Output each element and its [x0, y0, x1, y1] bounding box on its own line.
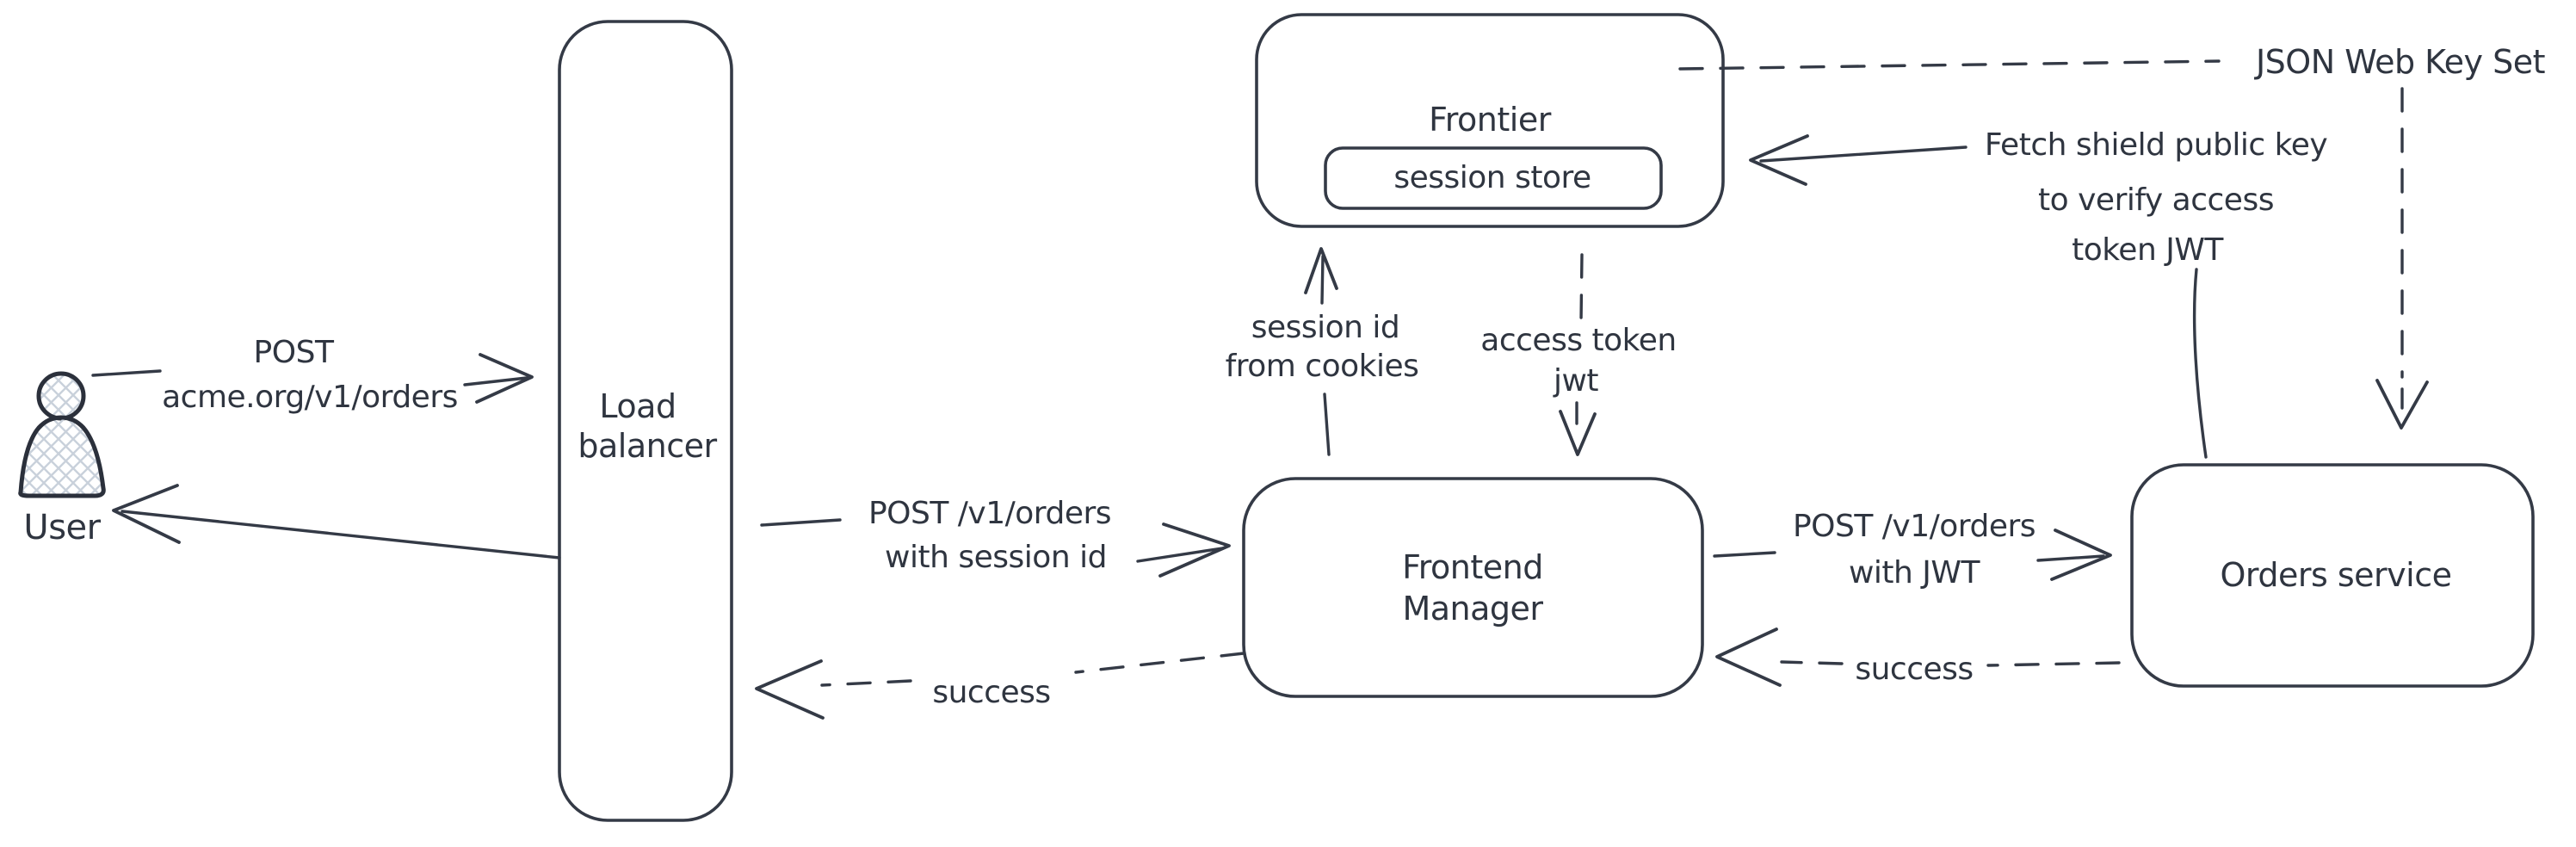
arrow-orders-to-fm-success: [1715, 628, 2121, 687]
jwks-label: JSON Web Key Set: [2255, 43, 2546, 81]
fetch-jwks-label-line3: token JWT: [2072, 232, 2223, 268]
session-store-box: [1324, 146, 1663, 210]
lb-request-label-line2: with session id: [885, 540, 1107, 575]
user-request-label-line2: acme.org/v1/orders: [162, 380, 458, 415]
orders-request-label-line2: with JWT: [1848, 555, 1980, 590]
access-token-label-line2: jwt: [1553, 363, 1599, 399]
arrow-fm-to-frontier: [1304, 247, 1338, 456]
user-request-label-line1: POST: [253, 335, 334, 370]
orders-service-box: [2130, 463, 2535, 688]
access-token-label-line1: access token: [1480, 323, 1677, 358]
frontend-manager-label-line1: Frontend: [1402, 548, 1543, 586]
frontier-label: Frontier: [1429, 101, 1551, 139]
session-store-label: session store: [1393, 160, 1591, 195]
fetch-jwks-label-line1: Fetch shield public key: [1984, 127, 2328, 163]
user-label: User: [23, 508, 101, 547]
orders-response-label: success: [1855, 652, 1974, 687]
orders-request-label-line1: POST /v1/orders: [1792, 509, 2036, 544]
load-balancer-label-line1: Load: [599, 387, 676, 425]
user-icon: [18, 371, 106, 498]
arrow-fm-to-lb-success: [755, 652, 1245, 720]
arrow-orders-to-frontier: [1749, 134, 2208, 459]
fetch-jwks-label-line2: to verify access: [2038, 182, 2274, 218]
session-lookup-label-line2: from cookies: [1225, 349, 1419, 384]
arrow-frontier-to-fm: [1559, 253, 1597, 456]
lb-response-label: success: [932, 675, 1051, 710]
arrow-fm-to-orders: [1713, 529, 2112, 581]
arrow-user-to-lb: [91, 353, 534, 404]
orders-service-label: Orders service: [2220, 556, 2452, 594]
frontend-manager-box: [1242, 477, 1704, 698]
lb-request-label-line1: POST /v1/orders: [868, 496, 1112, 531]
line-frontier-to-jwks: [1678, 59, 2221, 71]
arrow-jwks-to-orders: [2375, 87, 2429, 430]
arrow-lb-to-user: [112, 484, 561, 560]
session-lookup-label-line1: session id: [1251, 310, 1400, 345]
load-balancer-label-line2: balancer: [578, 427, 717, 465]
arrow-lb-to-fm: [760, 518, 1231, 578]
frontend-manager-label-line2: Manager: [1402, 590, 1543, 628]
load-balancer-box: [558, 20, 733, 822]
